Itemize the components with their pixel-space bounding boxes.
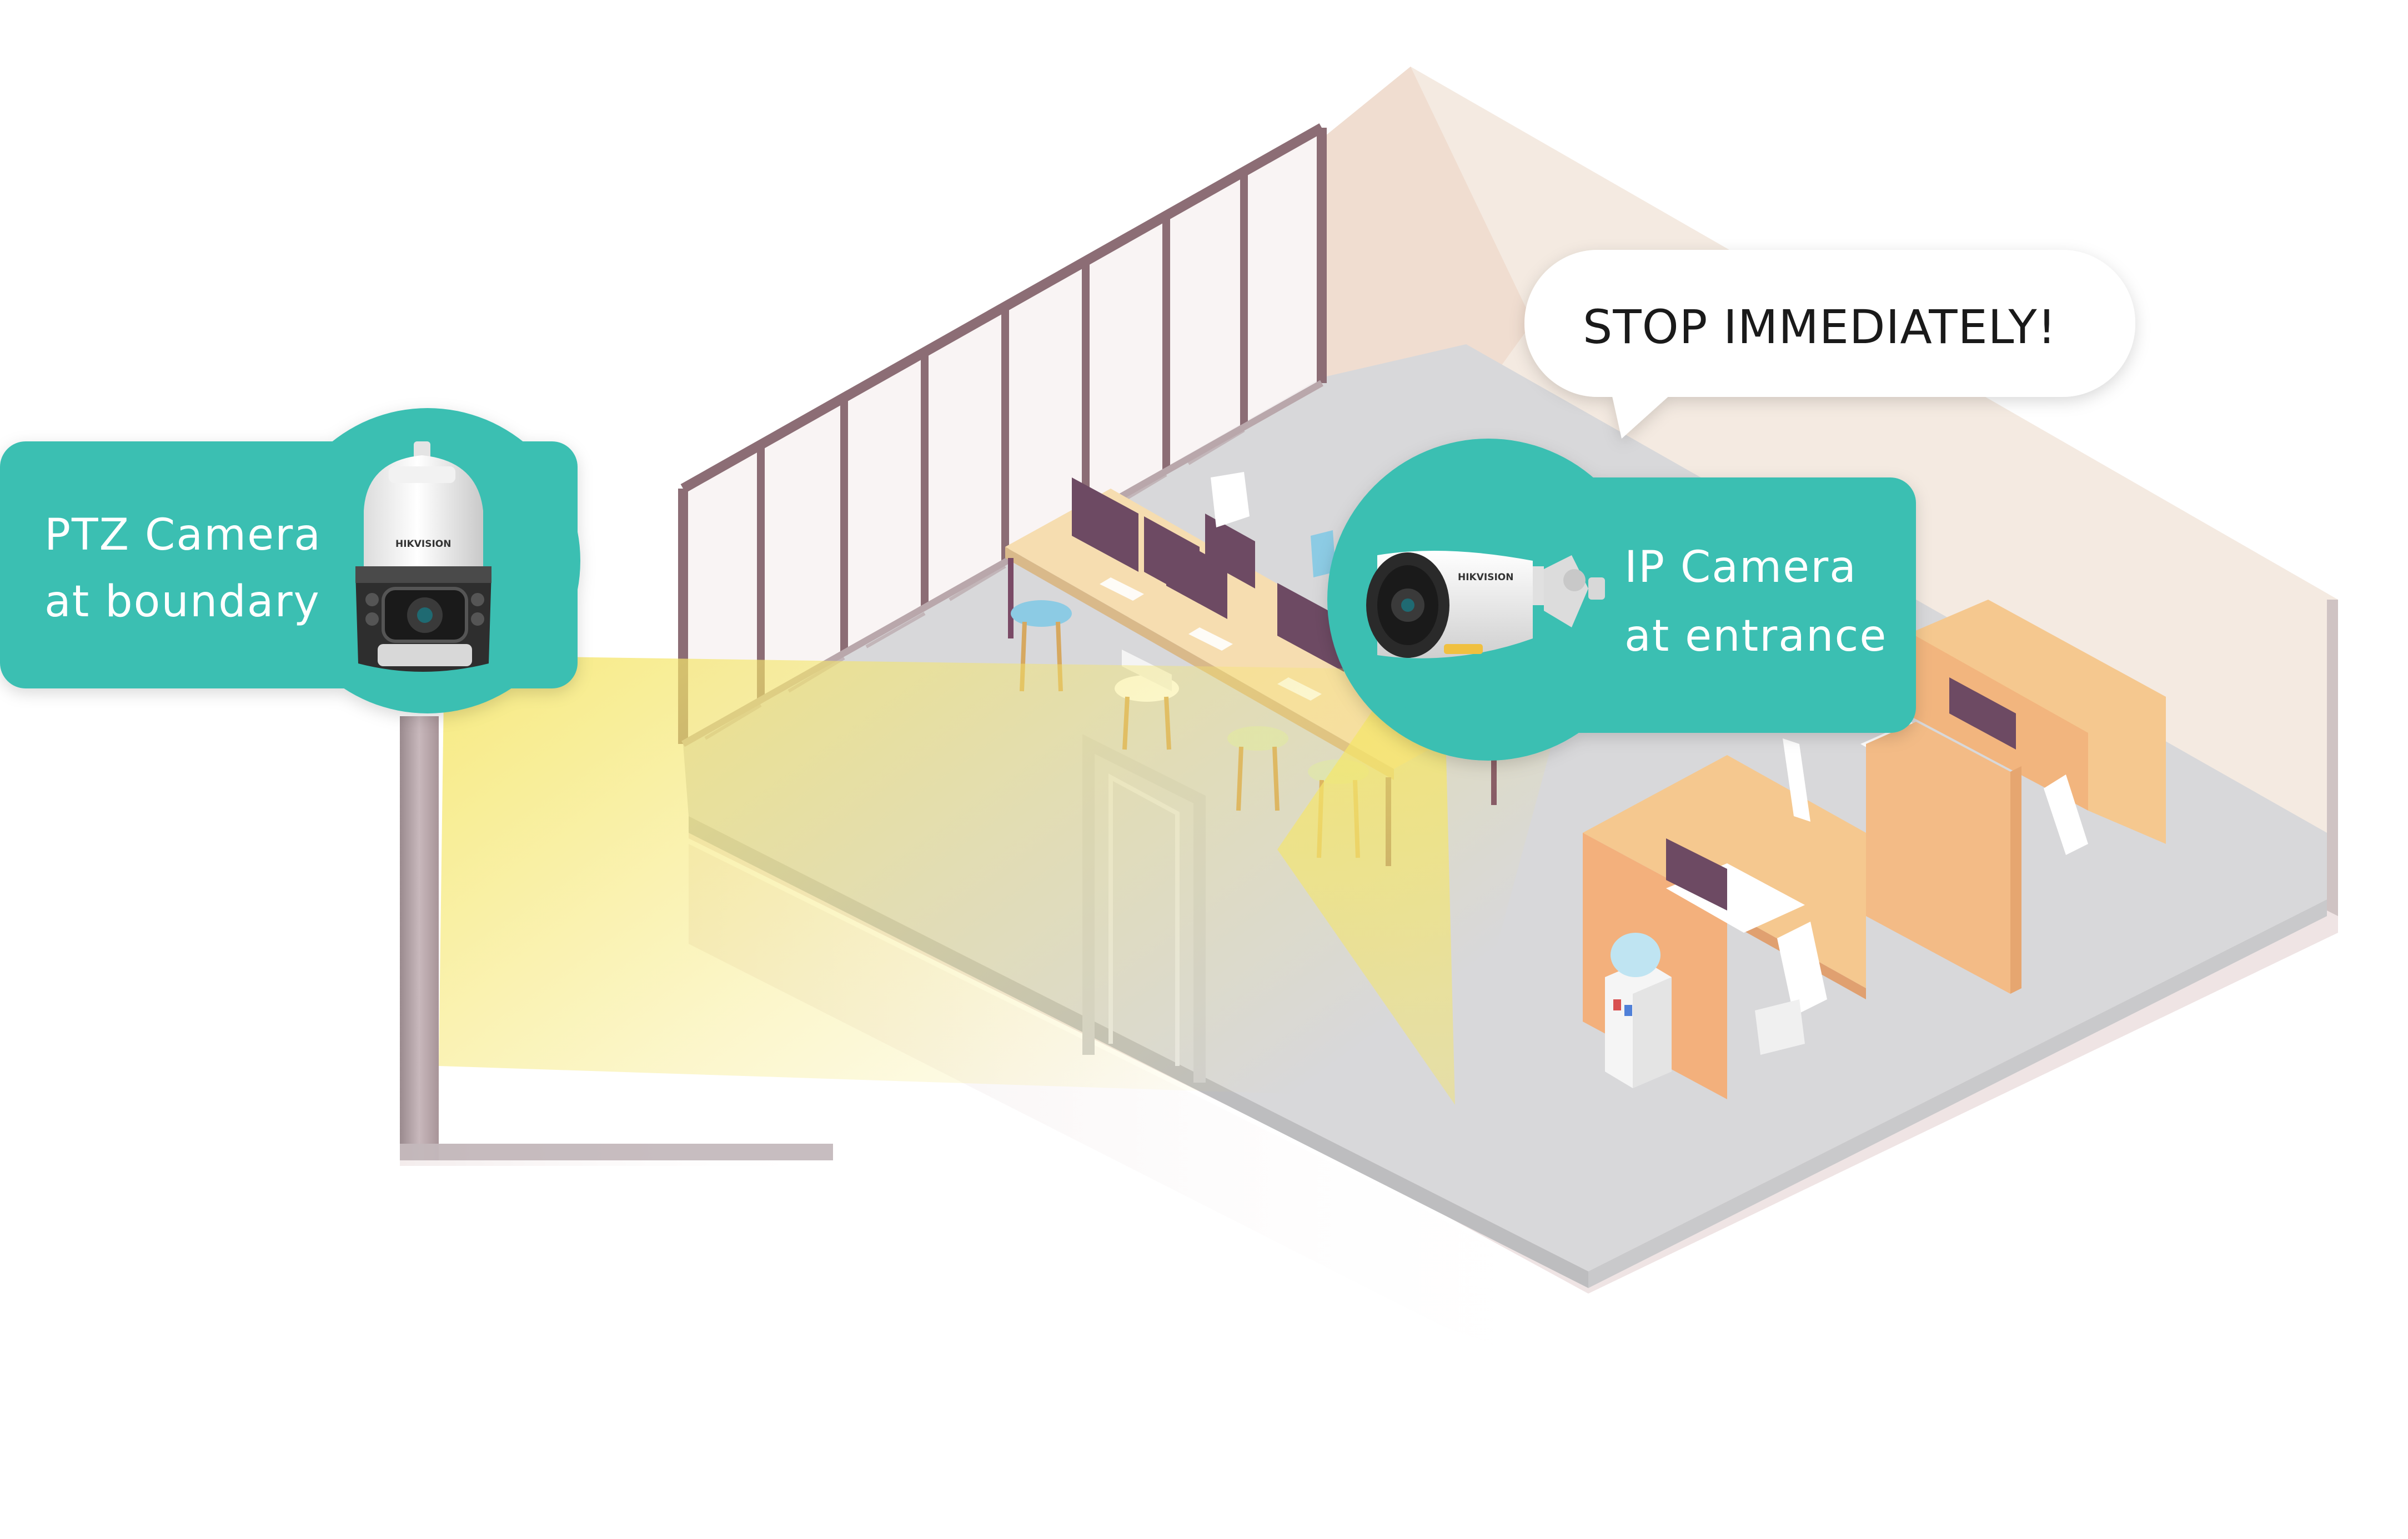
ptz-camera-device: HIKVISION	[355, 441, 491, 672]
ip-camera-brand: HIKVISION	[1458, 572, 1513, 583]
ptz-camera-light-beam	[439, 655, 1572, 1099]
ip-camera-subtitle: at entrance	[1624, 611, 1887, 661]
ptz-camera-pole	[400, 716, 833, 1166]
ptz-camera-callout	[0, 408, 580, 713]
ip-camera-title: IP Camera	[1624, 542, 1857, 592]
ptz-camera-brand: HIKVISION	[395, 539, 451, 550]
speech-bubble	[1524, 250, 2135, 439]
ptz-camera-subtitle: at boundary	[44, 577, 320, 627]
speech-bubble-text: STOP IMMEDIATELY!	[1583, 300, 2056, 354]
cubicles	[1583, 600, 2166, 1099]
water-cooler	[1605, 933, 1672, 1088]
ptz-camera-title: PTZ Camera	[44, 510, 322, 560]
ip-camera-device: HIKVISION	[1366, 551, 1605, 658]
ip-camera-light-beam	[1277, 655, 1455, 1105]
